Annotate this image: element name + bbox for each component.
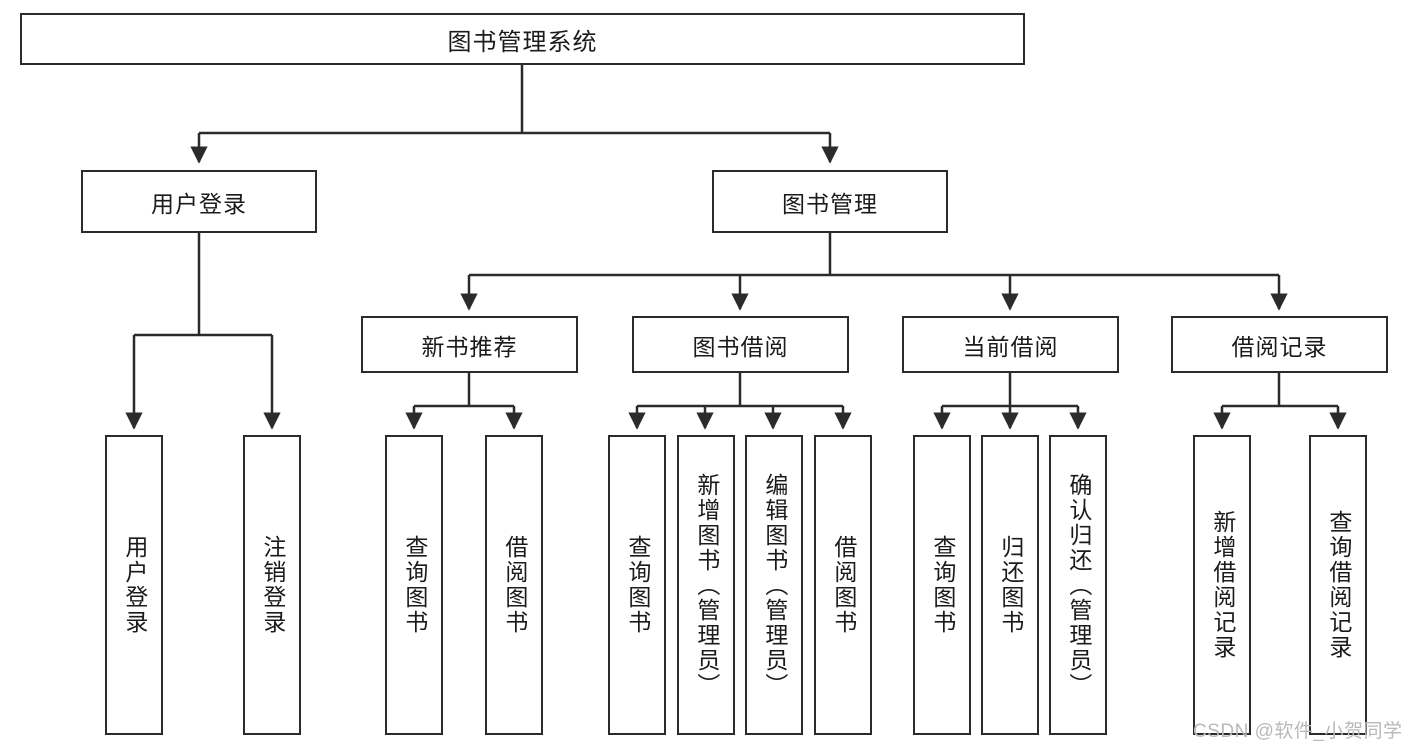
node-current-borrow[interactable]: 当前借阅 bbox=[902, 316, 1119, 373]
node-label: 借阅图书 bbox=[830, 535, 857, 635]
node-leaf-return-book[interactable]: 归还图书 bbox=[981, 435, 1039, 735]
node-leaf-query-book-recommend[interactable]: 查询图书 bbox=[385, 435, 443, 735]
node-root-book-management-system[interactable]: 图书管理系统 bbox=[20, 13, 1025, 65]
node-label: 借阅记录 bbox=[1231, 333, 1328, 360]
node-label: 查询借阅记录 bbox=[1325, 510, 1352, 660]
node-label: 注销登录 bbox=[259, 535, 286, 635]
node-leaf-query-book-borrow[interactable]: 查询图书 bbox=[608, 435, 666, 735]
node-leaf-add-book-admin[interactable]: 新增图书（管理员） bbox=[677, 435, 735, 735]
node-label: 图书管理 bbox=[782, 190, 878, 217]
node-label: 用户登录 bbox=[151, 190, 247, 217]
node-label: 当前借阅 bbox=[962, 333, 1059, 360]
node-new-book-recommend[interactable]: 新书推荐 bbox=[361, 316, 578, 373]
node-leaf-borrow-book[interactable]: 借阅图书 bbox=[814, 435, 872, 735]
node-label: 用户登录 bbox=[121, 535, 148, 635]
node-label: 新增借阅记录 bbox=[1209, 510, 1236, 660]
node-leaf-edit-book-admin[interactable]: 编辑图书（管理员） bbox=[745, 435, 803, 735]
node-label: 借阅图书 bbox=[501, 535, 528, 635]
node-label: 编辑图书（管理员） bbox=[761, 472, 788, 698]
node-label: 确认归还（管理员） bbox=[1065, 472, 1092, 698]
node-borrow-record[interactable]: 借阅记录 bbox=[1171, 316, 1388, 373]
node-label: 查询图书 bbox=[624, 535, 651, 635]
node-leaf-logout[interactable]: 注销登录 bbox=[243, 435, 301, 735]
node-label: 查询图书 bbox=[929, 535, 956, 635]
node-label: 归还图书 bbox=[997, 535, 1024, 635]
watermark-text: CSDN @软件_小贺同学 bbox=[1193, 721, 1403, 742]
node-label: 图书借阅 bbox=[692, 333, 789, 360]
node-label: 查询图书 bbox=[401, 535, 428, 635]
node-book-borrow[interactable]: 图书借阅 bbox=[632, 316, 849, 373]
node-leaf-add-borrow-record[interactable]: 新增借阅记录 bbox=[1193, 435, 1251, 735]
node-leaf-query-borrow-record[interactable]: 查询借阅记录 bbox=[1309, 435, 1367, 735]
node-book-manage[interactable]: 图书管理 bbox=[712, 170, 948, 233]
node-label: 新书推荐 bbox=[421, 333, 518, 360]
node-leaf-query-book-current[interactable]: 查询图书 bbox=[913, 435, 971, 735]
node-user-login[interactable]: 用户登录 bbox=[81, 170, 317, 233]
node-leaf-confirm-return-admin[interactable]: 确认归还（管理员） bbox=[1049, 435, 1107, 735]
node-label: 图书管理系统 bbox=[447, 28, 598, 56]
node-leaf-borrow-book-recommend[interactable]: 借阅图书 bbox=[485, 435, 543, 735]
node-label: 新增图书（管理员） bbox=[693, 472, 720, 698]
node-leaf-user-login[interactable]: 用户登录 bbox=[105, 435, 163, 735]
